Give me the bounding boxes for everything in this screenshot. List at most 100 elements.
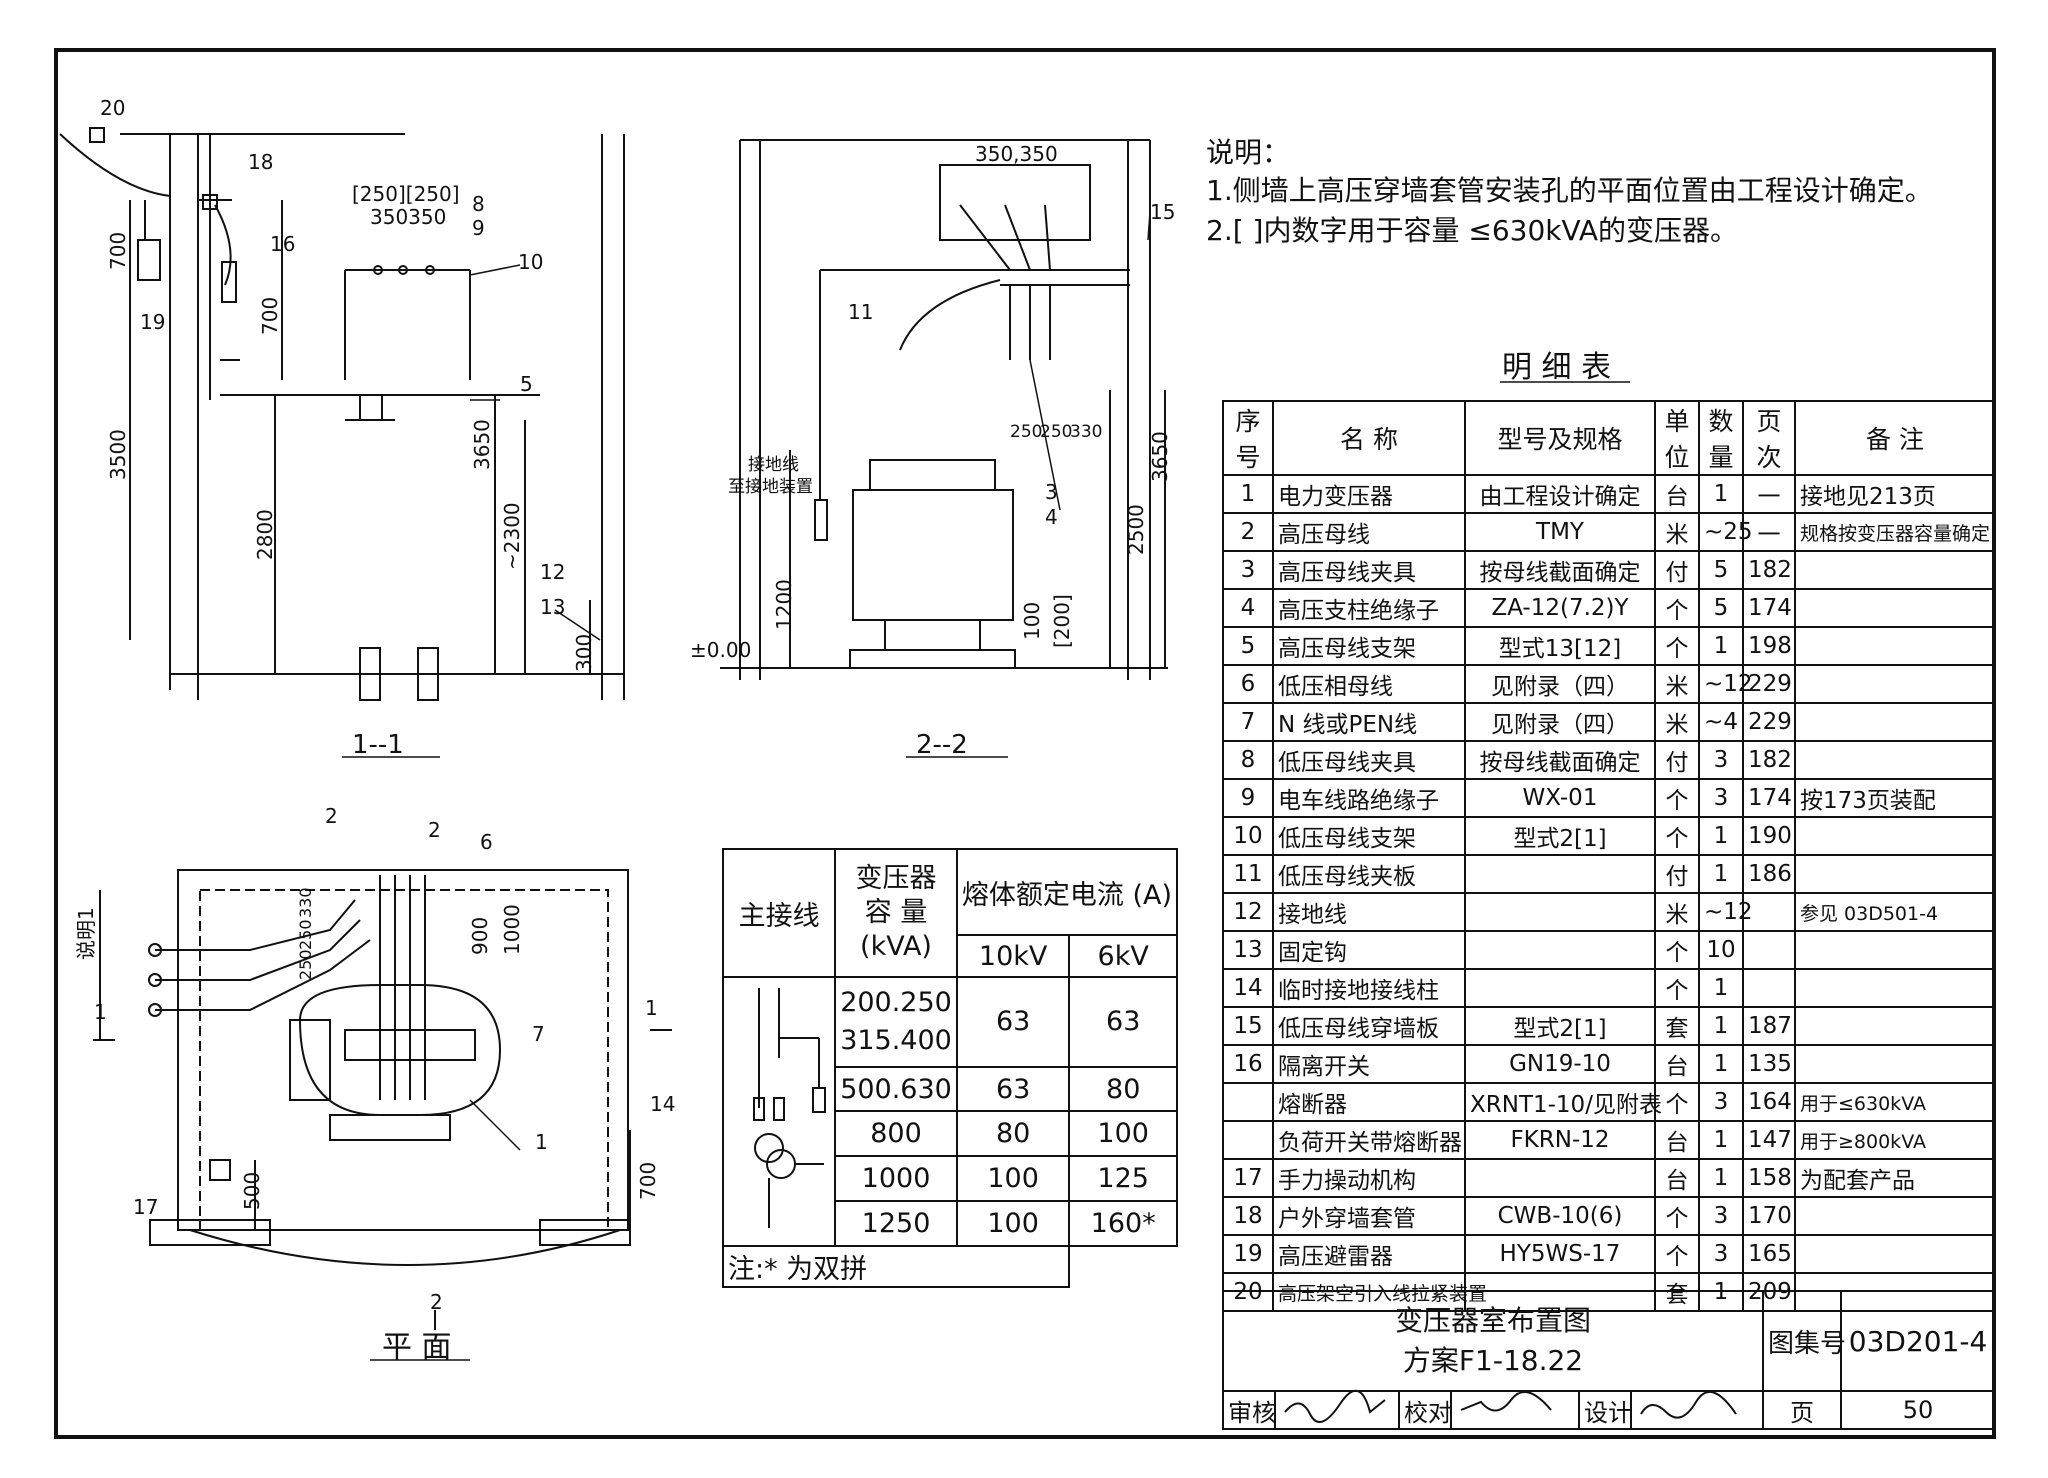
marker-2-section: 2 (428, 818, 441, 842)
parts-cell-no: 9 (1222, 778, 1274, 818)
fuse-col-capacity: 变压器 容 量 (kVA) (834, 848, 958, 978)
parts-cell-unit: 台 (1654, 474, 1700, 514)
dim-1000: 1000 (500, 904, 524, 955)
drawing-scheme: 方案F1-18.22 (1402, 1344, 1584, 1377)
parts-cell-no: 16 (1222, 1044, 1274, 1084)
page-number: 50 (1840, 1390, 1997, 1430)
parts-cell-unit: 米 (1654, 892, 1700, 932)
marker-8: 8 (472, 192, 485, 216)
notes-heading: 说明： (1206, 136, 1291, 169)
parts-cell-no: 13 (1222, 930, 1274, 970)
parts-cell-model: XRNT1-10/见附表 (1464, 1082, 1662, 1122)
parts-header-unit: 单位 (1654, 400, 1700, 476)
marker-14: 14 (650, 1092, 676, 1116)
parts-cell-name: 低压相母线 (1272, 664, 1466, 704)
parts-cell-model: HY5WS-17 (1464, 1234, 1656, 1274)
parts-cell-model: 按母线截面确定 (1464, 550, 1656, 590)
capacity-line-1: 变压器 (855, 863, 937, 894)
capacity-line-3: (kVA) (860, 931, 932, 962)
parts-cell-remark (1794, 816, 1996, 856)
marker-1-section-left: 1 (94, 1000, 107, 1024)
parts-cell-qty: 3 (1698, 1196, 1744, 1236)
parts-header-model: 型号及规格 (1464, 400, 1656, 476)
atlas-number: 03D201-4 (1840, 1290, 1997, 1392)
parts-header-name: 名 称 (1272, 400, 1466, 476)
parts-cell-name: 固定钩 (1272, 930, 1466, 970)
parts-cell-unit: 米 (1654, 702, 1700, 742)
dim-250c: 250 (296, 919, 315, 950)
fuse-row-2-10kv: 63 (955, 1065, 1071, 1113)
parts-cell-unit: 个 (1654, 1196, 1700, 1236)
parts-cell-name: 电车线路绝缘子 (1272, 778, 1466, 818)
fuse-row-1-10kv: 63 (955, 976, 1071, 1068)
parts-cell-model (1464, 854, 1656, 894)
parts-cell-remark (1794, 626, 1996, 666)
parts-cell-unit: 台 (1654, 1044, 1700, 1084)
dim-3650b: 3650 (1148, 431, 1172, 482)
fuse-row-4-6kv: 125 (1068, 1155, 1178, 1203)
marker-9: 9 (472, 216, 485, 240)
parts-cell-model: TMY (1464, 512, 1656, 552)
parts-cell-qty: 5 (1698, 588, 1744, 628)
review-signature (1274, 1390, 1400, 1430)
fuse-footnote: 注:* 为双拼 (721, 1245, 1071, 1288)
parts-cell-unit: 套 (1654, 1006, 1700, 1046)
parts-cell-remark (1794, 854, 1996, 894)
parts-cell-no: 12 (1222, 892, 1274, 932)
parts-cell-unit: 米 (1654, 664, 1700, 704)
parts-cell-unit: 个 (1654, 930, 1700, 970)
parts-title: 明 细 表 (1502, 350, 1612, 385)
parts-cell-no: 2 (1222, 512, 1274, 552)
fuse-col-10kv: 10kV (955, 934, 1071, 978)
parts-cell-qty: ~4 (1698, 702, 1744, 742)
parts-cell-no: 5 (1222, 626, 1274, 666)
ground-wire-label: 接地线 (748, 455, 799, 475)
marker-20: 20 (100, 96, 126, 120)
parts-cell-remark (1794, 740, 1996, 780)
parts-cell-page (1742, 892, 1796, 932)
section-2-2-drawing (720, 139, 1168, 680)
parts-cell-unit: 个 (1654, 1234, 1700, 1274)
capacity-line-2: 容 量 (864, 897, 928, 928)
dim-200: [200] (1050, 594, 1074, 648)
parts-cell-remark: 用于≤630kVA (1794, 1082, 1996, 1122)
parts-cell-qty: 1 (1698, 1158, 1744, 1198)
parts-cell-unit: 付 (1654, 740, 1700, 780)
parts-cell-qty: 3 (1698, 1234, 1744, 1274)
marker-2-section-bottom: 2 (430, 1290, 443, 1314)
section-1-1-drawing (59, 127, 625, 701)
dim-700c: 700 (636, 1161, 660, 1200)
parts-cell-page: 147 (1742, 1120, 1796, 1160)
parts-cell-unit: 个 (1654, 816, 1700, 856)
parts-cell-no: 7 (1222, 702, 1274, 742)
proof-signature (1450, 1390, 1580, 1430)
parts-cell-model (1464, 1158, 1656, 1198)
page-label: 页 (1762, 1390, 1843, 1430)
parts-cell-qty: 1 (1698, 626, 1744, 666)
parts-cell-model: 由工程设计确定 (1464, 474, 1656, 514)
parts-cell-page: 170 (1742, 1196, 1796, 1236)
parts-cell-page: 182 (1742, 550, 1796, 590)
fuse-row-5-10kv: 100 (955, 1200, 1071, 1247)
parts-cell-qty: 5 (1698, 550, 1744, 590)
plan-label: 平 面 (382, 1330, 452, 1365)
parts-cell-remark (1794, 1006, 1996, 1046)
parts-cell-unit: 个 (1654, 968, 1700, 1008)
fuse-row-4-cap: 1000 (834, 1155, 958, 1203)
marker-3: 3 (1045, 480, 1058, 504)
dim-500: 500 (240, 1171, 264, 1210)
parts-cell-no: 6 (1222, 664, 1274, 704)
marker-13: 13 (540, 595, 566, 619)
parts-cell-remark (1794, 1234, 1996, 1274)
parts-cell-unit: 个 (1654, 1082, 1700, 1122)
